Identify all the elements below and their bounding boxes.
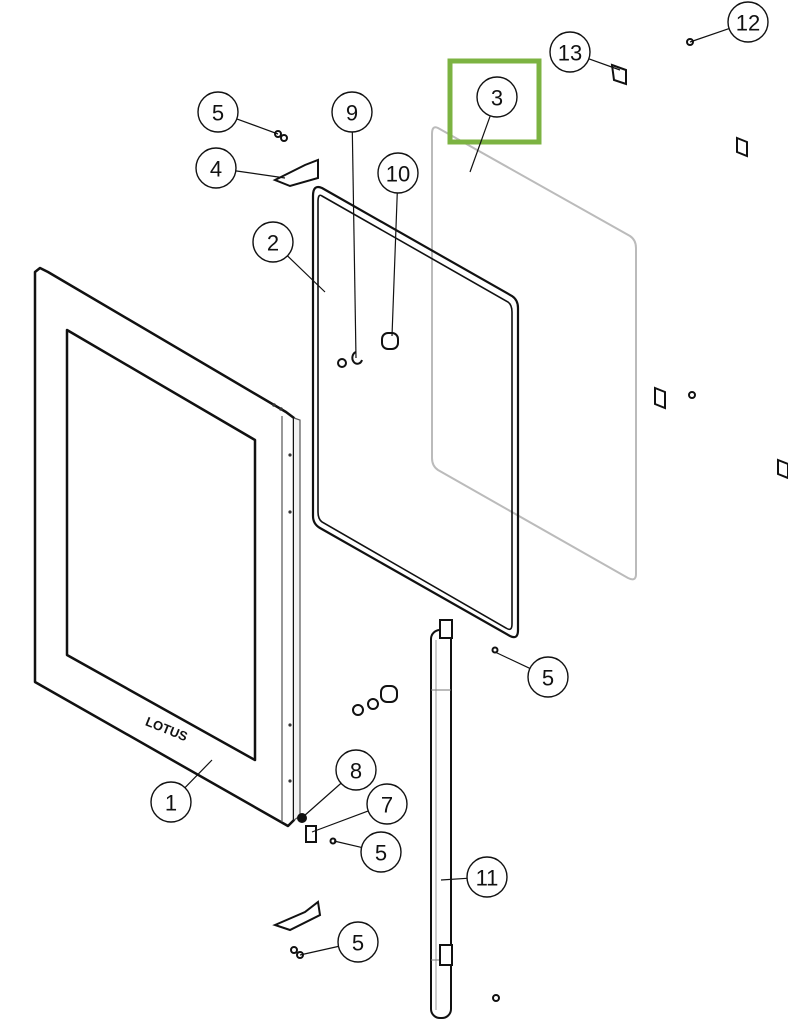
callout-label: 3 — [491, 86, 503, 111]
callout-9: 9 — [331, 91, 373, 359]
part-door-gasket — [311, 185, 520, 639]
callout-label: 9 — [346, 101, 358, 126]
callout-label: 2 — [267, 231, 279, 256]
callout-label: 12 — [736, 11, 760, 36]
part-glass-panel — [431, 126, 637, 581]
callout-label: 4 — [210, 157, 222, 182]
callout-circle — [727, 1, 769, 43]
callout-12: 12 — [689, 1, 769, 43]
callout-3: 3 — [469, 76, 518, 173]
callout-circle — [549, 31, 591, 73]
callout-5: 5 — [299, 921, 379, 963]
highlight-box — [447, 58, 542, 145]
callout-circle — [527, 656, 569, 698]
callout-circle — [195, 147, 237, 189]
callout-5: 5 — [494, 651, 569, 698]
callout-4: 4 — [195, 147, 286, 189]
callout-circle — [360, 831, 402, 873]
leader-line — [311, 810, 369, 833]
leader-line — [303, 782, 342, 817]
callout-circle — [377, 152, 419, 194]
callout-label: 5 — [542, 666, 554, 691]
callout-circle — [466, 856, 508, 898]
callout-11: 11 — [440, 856, 508, 898]
callout-label: 5 — [375, 841, 387, 866]
callout-circle — [337, 921, 379, 963]
callout-8: 8 — [303, 749, 377, 817]
leader-line — [689, 27, 730, 43]
leader-line — [494, 651, 531, 670]
leader-line — [236, 118, 279, 135]
leader-line — [469, 115, 491, 173]
leader-line — [235, 170, 286, 179]
part-door-frame: LOTUS — [33, 266, 301, 828]
callout-label: 8 — [350, 759, 362, 784]
callout-circle — [476, 76, 518, 118]
callout-circle — [197, 91, 239, 133]
callout-label: 10 — [386, 162, 410, 187]
small-parts — [272, 38, 788, 1002]
callout-label: 13 — [558, 41, 582, 66]
callout-label: 5 — [352, 931, 364, 956]
callout-7: 7 — [311, 783, 408, 833]
part-handle-rod — [430, 619, 453, 1019]
leader-line — [184, 759, 213, 789]
leader-line — [351, 131, 357, 359]
leader-line — [287, 255, 326, 293]
callout-circle — [331, 91, 373, 133]
callout-label: 1 — [165, 791, 177, 816]
brand-logo: LOTUS — [143, 714, 190, 745]
callout-label: 7 — [381, 793, 393, 818]
callout-5: 5 — [333, 831, 402, 873]
callout-5: 5 — [197, 91, 279, 135]
callout-circle — [335, 749, 377, 791]
leader-line — [588, 58, 621, 71]
callout-label: 5 — [212, 101, 224, 126]
callout-circle — [366, 783, 408, 825]
leader-line — [299, 945, 339, 956]
callout-10: 10 — [377, 152, 419, 337]
leader-line — [391, 192, 398, 337]
callout-circle — [150, 781, 192, 823]
callout-circle — [252, 221, 294, 263]
leader-line — [333, 840, 362, 849]
leader-line — [440, 877, 468, 881]
callout-2: 2 — [252, 221, 326, 293]
callout-label: 11 — [476, 866, 499, 891]
callout-1: 1 — [150, 759, 213, 823]
callout-13: 13 — [549, 31, 621, 73]
